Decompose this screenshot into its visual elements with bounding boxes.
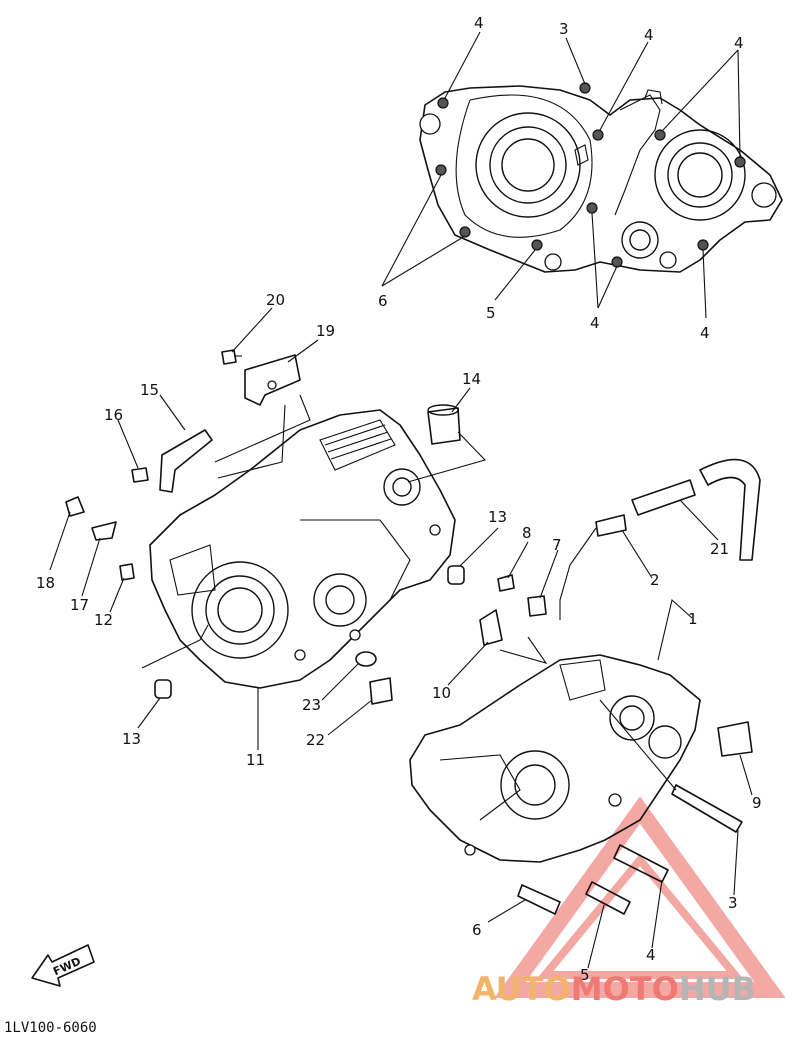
small-parts	[65, 349, 761, 915]
crankcase-inner-view	[419, 82, 783, 273]
callout-5-a: 5	[486, 304, 496, 322]
diagram-code: 1LV100-6060	[4, 1020, 97, 1036]
callout-3-a: 3	[559, 20, 569, 38]
callout-16: 16	[104, 406, 123, 424]
callout-labels: 4 3 4 4 4 6 5 4 4 20 19 14 15 16 18 17 1…	[36, 14, 762, 984]
callout-10: 10	[432, 684, 451, 702]
right-crankcase	[409, 654, 701, 863]
callout-15: 15	[140, 381, 159, 399]
callout-3-b: 3	[728, 894, 738, 912]
callout-4-c: 4	[734, 34, 744, 52]
callout-6-b: 6	[472, 921, 482, 939]
svg-text:AUTOMOTOHUB: AUTOMOTOHUB	[472, 970, 756, 1008]
callout-2: 2	[650, 571, 660, 589]
callout-7: 7	[552, 536, 562, 554]
callout-5-b: 5	[580, 966, 590, 984]
callout-17: 17	[70, 596, 89, 614]
watermark-text: AUTOMOTOHUB	[472, 970, 756, 1008]
watermark-auto: AUTO	[472, 970, 571, 1008]
callout-4-e: 4	[590, 314, 600, 332]
callout-9: 9	[752, 794, 762, 812]
callout-4-b: 4	[644, 26, 654, 44]
callout-18: 18	[36, 574, 55, 592]
callout-6-a: 6	[378, 292, 388, 310]
callout-4-g: 4	[646, 946, 656, 964]
callout-4-f: 4	[700, 324, 710, 342]
callout-14: 14	[462, 370, 481, 388]
left-crankcase	[149, 409, 456, 689]
callout-11: 11	[246, 751, 265, 769]
fwd-arrow-icon: FWD	[31, 944, 95, 987]
callout-13-b: 13	[122, 730, 141, 748]
callout-22: 22	[306, 731, 325, 749]
watermark-logo-icon	[494, 796, 786, 998]
callout-4-a: 4	[474, 14, 484, 32]
callout-13-a: 13	[488, 508, 507, 526]
watermark-hub: HUB	[679, 970, 756, 1008]
callout-12: 12	[94, 611, 113, 629]
leader-lines	[49, 31, 753, 969]
callout-20: 20	[266, 291, 285, 309]
callout-19: 19	[316, 322, 335, 340]
callout-1: 1	[688, 610, 698, 628]
callout-8: 8	[522, 524, 532, 542]
watermark-moto: MOTO	[571, 970, 679, 1008]
callout-21: 21	[710, 540, 729, 558]
callout-23: 23	[302, 696, 321, 714]
